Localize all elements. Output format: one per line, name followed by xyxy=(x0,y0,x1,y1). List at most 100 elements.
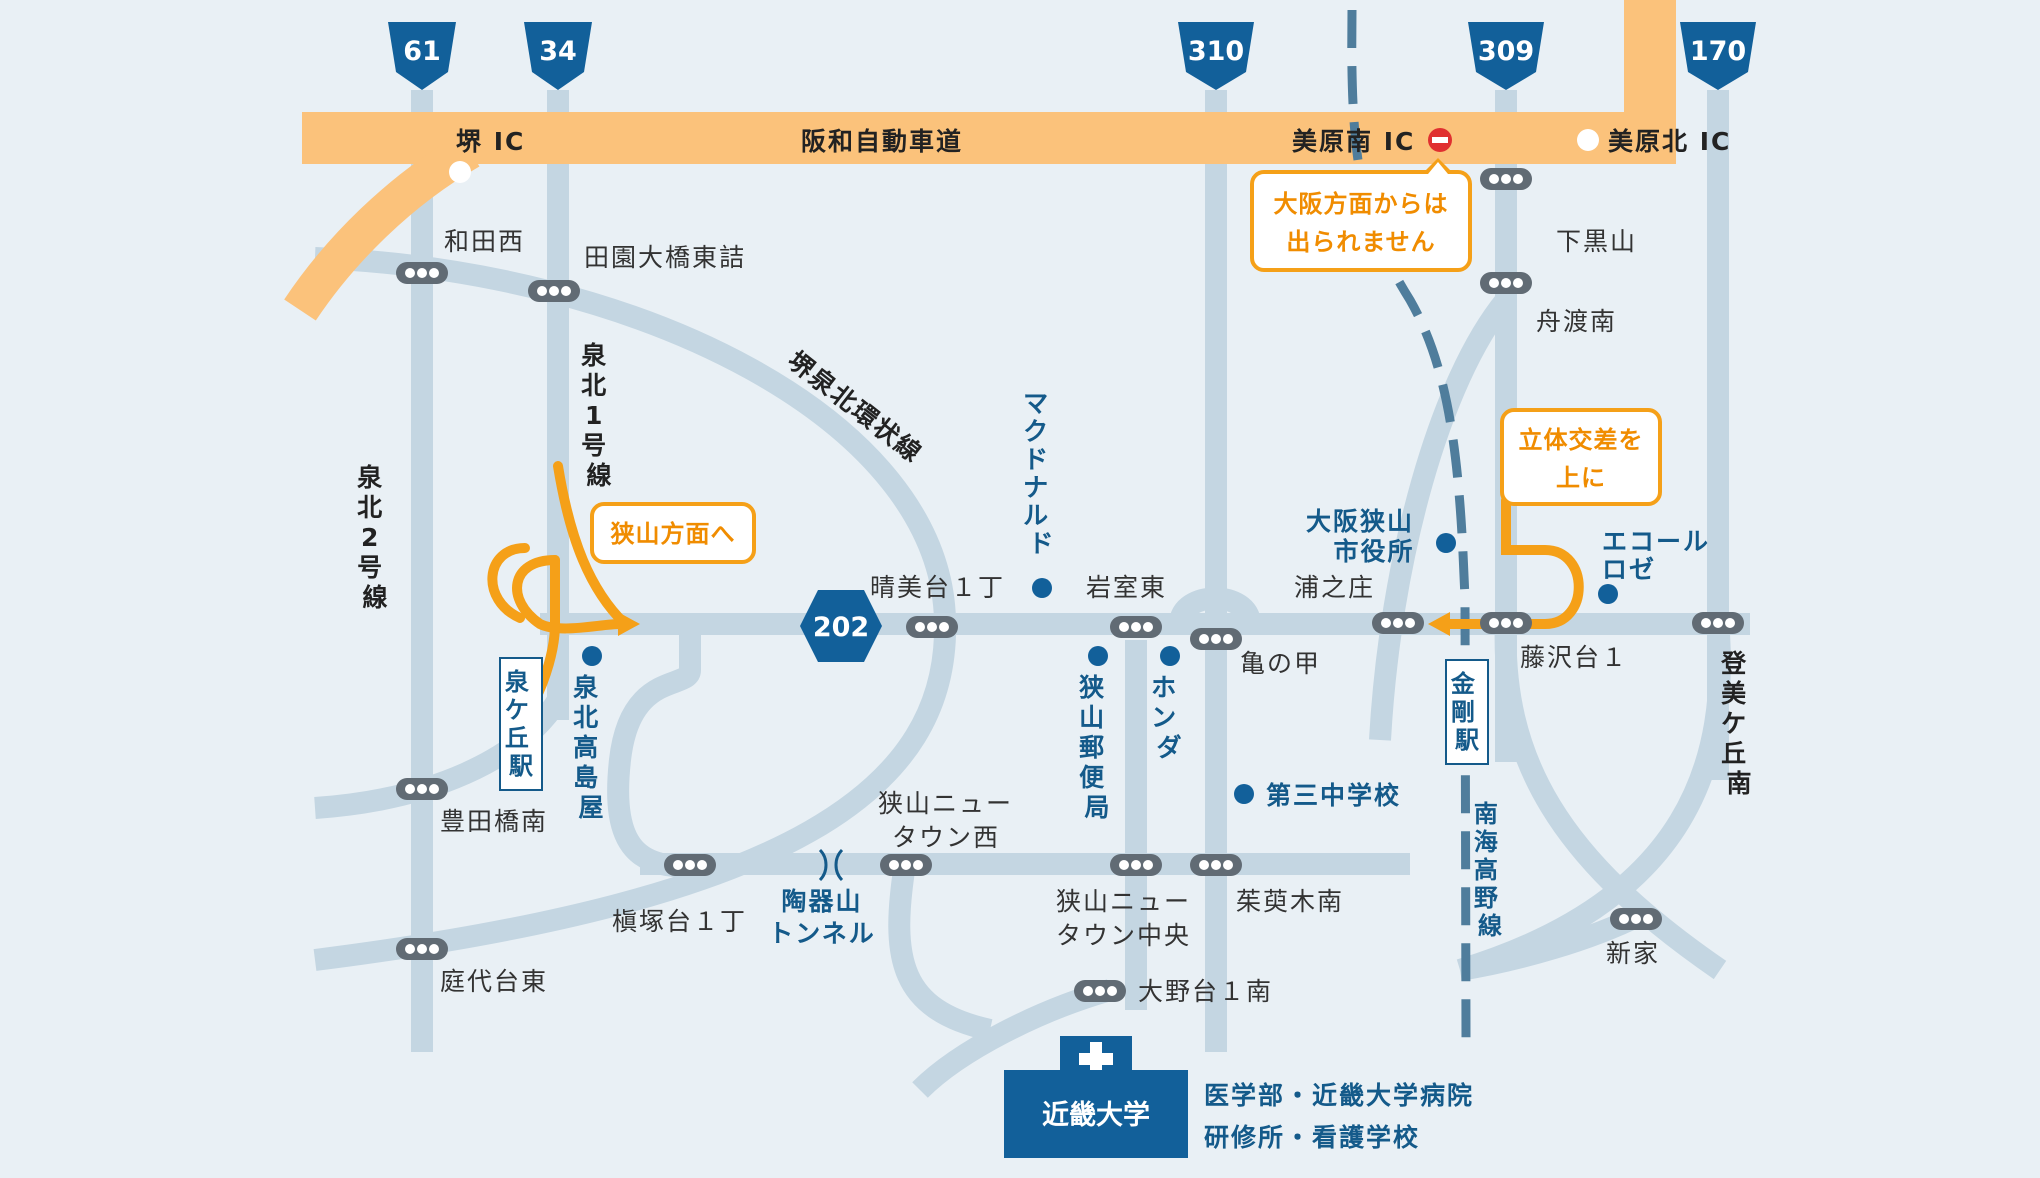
callout-no-exit: 大阪方面からは 出られません xyxy=(1250,158,1472,272)
svg-text:医学部・近畿大学病院: 医学部・近畿大学病院 xyxy=(1204,1081,1474,1110)
road-funato-diagonal xyxy=(1369,293,1515,741)
ic-mihara-south-label: 美原南 IC xyxy=(1292,127,1415,156)
svg-text:近畿大学: 近畿大学 xyxy=(1042,1099,1150,1131)
route-shield-170: 170 xyxy=(1680,22,1756,90)
label-funato: 舟渡南 xyxy=(1536,307,1617,336)
label-sayama-chuo-1: 狭山ニュー xyxy=(1056,887,1191,916)
svg-text:金 剛 駅: 金 剛 駅 xyxy=(1450,670,1483,754)
svg-text:34: 34 xyxy=(539,36,577,67)
svg-text:309: 309 xyxy=(1478,36,1534,67)
label-makizuka: 槇塚台１丁 xyxy=(612,907,747,936)
svg-text:大阪狭山: 大阪狭山 xyxy=(1306,507,1414,536)
traffic-signal-icon xyxy=(880,854,932,876)
nankai-koya-railway xyxy=(1347,9,1471,1041)
poi-honda: ホ ン ダ xyxy=(1151,646,1189,762)
guide-sayama-loop xyxy=(512,555,625,634)
label-iwamuro: 岩室東 xyxy=(1086,573,1167,602)
route-shield-202: 202 xyxy=(800,590,882,662)
poi-city-hall: 大阪狭山 市役所 xyxy=(1306,507,1456,566)
station-izumigaoka: 泉 ケ 丘 駅 xyxy=(499,657,543,791)
svg-text:エコール: エコール xyxy=(1602,527,1710,556)
traffic-signal-icon xyxy=(1110,616,1162,638)
traffic-signal-icon xyxy=(1480,612,1532,634)
traffic-signal-icon xyxy=(1190,628,1242,650)
destination-box xyxy=(1004,1070,1188,1158)
road-shinke-curve xyxy=(1494,619,1727,980)
label-uranosho: 浦之庄 xyxy=(1294,573,1375,602)
traffic-signal-icon xyxy=(1190,854,1242,876)
traffic-signal-icon xyxy=(396,262,448,284)
label-sayama-nishi-1: 狭山ニュー xyxy=(878,789,1013,818)
traffic-signals xyxy=(396,168,1744,1002)
road-onodai-loop xyxy=(888,862,993,1041)
label-sayama-chuo-2: タウン中央 xyxy=(1056,921,1191,950)
guidance-routes xyxy=(487,461,1584,705)
label-teshiro: 庭代台東 xyxy=(440,967,548,996)
ic-mihara-north-label: 美原北 IC xyxy=(1608,127,1731,156)
traffic-signal-icon xyxy=(664,854,716,876)
route-shield-310: 310 xyxy=(1178,22,1254,90)
traffic-signal-icon xyxy=(1074,980,1126,1002)
traffic-signal-icon xyxy=(1480,272,1532,294)
label-fujisawadai: 藤沢台１ xyxy=(1520,643,1628,672)
no-entry-icon xyxy=(1428,128,1452,152)
svg-text:上に: 上に xyxy=(1556,464,1606,492)
guide-overpass xyxy=(1435,495,1584,629)
callout-overpass: 立体交差を 上に xyxy=(1500,408,1662,506)
label-shimokuroyama: 下黒山 xyxy=(1556,227,1637,256)
svg-text:出られません: 出られません xyxy=(1286,228,1435,256)
expressway-sakai-ramp xyxy=(284,133,480,321)
svg-text:狭 山 郵 便: 狭 山 郵 便 局 xyxy=(1078,673,1117,822)
expressway-north-link xyxy=(1624,0,1676,138)
traffic-signal-icon xyxy=(396,778,448,800)
intersection-labels: 和田西 田園大橋東詰 下黒山 舟渡南 晴美台１丁 岩室東 浦之庄 亀の甲 藤沢台… xyxy=(440,227,1759,1006)
svg-text:170: 170 xyxy=(1690,36,1746,67)
label-toyodabashi: 豊田橋南 xyxy=(440,807,548,836)
poi-takashimaya: 泉 北 高 島 屋 xyxy=(573,646,611,822)
destination-kindai: 近畿大学 医学部・近畿大学病院 研修所・看護学校 xyxy=(1004,1036,1474,1158)
label-wadanishi: 和田西 xyxy=(444,227,525,256)
svg-text:トンネル: トンネル xyxy=(768,919,876,948)
traffic-signal-icon xyxy=(906,616,958,638)
svg-text:202: 202 xyxy=(813,612,869,643)
svg-text:陶器山: 陶器山 xyxy=(781,887,862,916)
label-denen: 田園大橋東詰 xyxy=(584,243,746,272)
guide-loop-lead xyxy=(487,543,530,623)
road-makizuka-loop xyxy=(607,624,701,878)
svg-text:310: 310 xyxy=(1188,36,1244,67)
guide-senboku-turn xyxy=(553,461,630,629)
svg-text:泉 北 高 島: 泉 北 高 島 屋 xyxy=(573,673,611,822)
route-shield-61: 61 xyxy=(388,22,456,90)
poi-post-office: 狭 山 郵 便 局 xyxy=(1078,646,1117,822)
svg-text:ホ ン ダ: ホ ン ダ xyxy=(1151,673,1189,762)
hospital-cross-icon xyxy=(1079,1042,1113,1076)
poi-mcdonalds: マ ク ド ナ ル ド xyxy=(1023,389,1054,598)
svg-text:研修所・看護学校: 研修所・看護学校 xyxy=(1204,1123,1420,1152)
guide-arrow-west xyxy=(1428,612,1450,636)
route-shield-309: 309 xyxy=(1468,22,1544,90)
traffic-signal-icon xyxy=(1372,612,1424,634)
svg-text:61: 61 xyxy=(403,36,441,67)
traffic-signal-icon xyxy=(528,280,580,302)
traffic-signal-icon xyxy=(1692,612,1744,634)
route-shield-34: 34 xyxy=(524,22,592,90)
poi-daisan-junior-high: 第三中学校 xyxy=(1234,781,1399,810)
svg-text:泉 ケ 丘 駅: 泉 ケ 丘 駅 xyxy=(505,668,537,780)
traffic-signal-icon xyxy=(1480,168,1532,190)
label-chayakimi: 茱萸木南 xyxy=(1236,887,1344,916)
label-sayama-nishi-2: タウン西 xyxy=(892,823,1000,852)
road-kamenoko-loop xyxy=(1169,587,1261,626)
label-tomigaoka: 登 美 ケ 丘 南 xyxy=(1720,649,1759,798)
guide-arrow-east xyxy=(618,612,640,636)
svg-text:狭山方面へ: 狭山方面へ xyxy=(610,520,736,548)
road-label-senboku-1: 泉 北 1 号 線 xyxy=(581,341,619,490)
svg-text:立体交差を: 立体交差を xyxy=(1519,426,1644,454)
label-onodai: 大野台１南 xyxy=(1138,977,1273,1006)
svg-text:ロゼ: ロゼ xyxy=(1602,555,1656,584)
railway-label-nankai: 南 海 高 野 線 xyxy=(1474,800,1506,940)
traffic-signal-icon xyxy=(1110,854,1162,876)
tunnel-icon xyxy=(818,848,844,882)
svg-text:市役所: 市役所 xyxy=(1333,537,1414,566)
